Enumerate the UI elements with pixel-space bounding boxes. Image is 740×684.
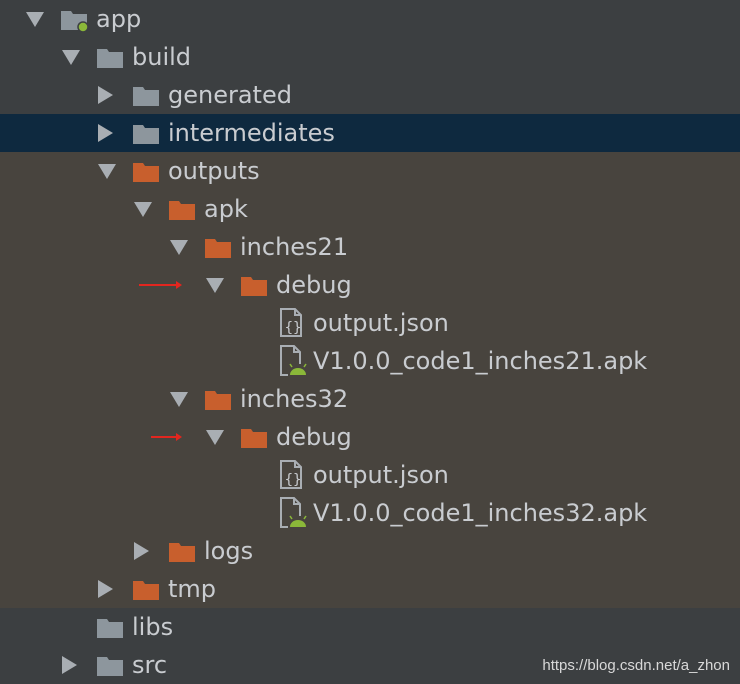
collapse-arrow-icon[interactable] xyxy=(62,656,77,674)
tree-row[interactable]: {} output.json xyxy=(0,304,740,342)
tree-item-label: src xyxy=(132,651,168,679)
collapse-arrow-icon[interactable] xyxy=(134,542,149,560)
tree-item-label: debug xyxy=(276,423,352,451)
tree-item-label: app xyxy=(96,5,142,33)
tree-item-label: outputs xyxy=(168,157,260,185)
apk-file-icon xyxy=(278,345,308,377)
tree-row[interactable]: debug xyxy=(0,418,740,456)
tree-row[interactable]: build xyxy=(0,38,740,76)
collapse-arrow-icon[interactable] xyxy=(98,580,113,598)
expand-arrow-icon[interactable] xyxy=(62,50,80,65)
excluded-folder-icon xyxy=(132,160,160,184)
folder-icon xyxy=(96,654,124,678)
expand-arrow-icon[interactable] xyxy=(98,164,116,179)
expand-arrow-icon[interactable] xyxy=(170,392,188,407)
json-file-icon: {} xyxy=(278,460,306,489)
json-file-icon: {} xyxy=(278,308,306,337)
tree-item-label: tmp xyxy=(168,575,217,603)
annotation-arrow xyxy=(151,433,182,441)
collapse-arrow-icon[interactable] xyxy=(98,86,113,104)
tree-item-label: logs xyxy=(204,537,254,565)
excluded-folder-icon xyxy=(240,426,268,450)
expand-arrow-icon[interactable] xyxy=(134,202,152,217)
tree-item-label: generated xyxy=(168,81,292,109)
apk-file-icon xyxy=(278,497,308,529)
watermark-text: https://blog.csdn.net/a_zhon xyxy=(542,657,730,674)
tree-row[interactable]: inches32 xyxy=(0,380,740,418)
tree-row[interactable]: src xyxy=(0,646,740,684)
tree-item-label: V1.0.0_code1_inches32.apk xyxy=(313,499,648,527)
tree-row[interactable]: app xyxy=(0,0,740,38)
collapse-arrow-icon[interactable] xyxy=(98,124,113,142)
tree-row[interactable]: inches21 xyxy=(0,228,740,266)
tree-item-label: intermediates xyxy=(168,119,335,147)
excluded-folder-icon xyxy=(204,388,232,412)
tree-row[interactable]: debug xyxy=(0,266,740,304)
tree-item-label: inches32 xyxy=(240,385,349,413)
tree-item-label: apk xyxy=(204,195,248,223)
tree-item-label: output.json xyxy=(313,309,449,337)
excluded-folder-icon xyxy=(204,236,232,260)
excluded-folder-icon xyxy=(132,578,160,602)
excluded-folder-icon xyxy=(168,540,196,564)
annotation-arrow xyxy=(139,281,182,289)
tree-row[interactable]: {} output.json xyxy=(0,456,740,494)
tree-item-label: inches21 xyxy=(240,233,349,261)
folder-icon xyxy=(96,616,124,640)
expand-arrow-icon[interactable] xyxy=(206,430,224,445)
expand-arrow-icon[interactable] xyxy=(170,240,188,255)
tree-item-label: V1.0.0_code1_inches21.apk xyxy=(313,347,648,375)
svg-text:{}: {} xyxy=(285,472,302,488)
expand-arrow-icon[interactable] xyxy=(26,12,44,27)
tree-row[interactable]: outputs xyxy=(0,152,740,190)
folder-icon xyxy=(132,122,160,146)
tree-row[interactable]: intermediates xyxy=(0,114,740,152)
tree-row[interactable]: libs xyxy=(0,608,740,646)
tree-row[interactable]: V1.0.0_code1_inches21.apk xyxy=(0,342,740,380)
expand-arrow-icon[interactable] xyxy=(206,278,224,293)
module-folder-icon xyxy=(60,8,89,33)
excluded-folder-icon xyxy=(168,198,196,222)
tree-item-label: build xyxy=(132,43,192,71)
tree-item-label: libs xyxy=(132,613,174,641)
folder-icon xyxy=(132,84,160,108)
svg-text:{}: {} xyxy=(285,320,302,336)
tree-row[interactable]: generated xyxy=(0,76,740,114)
folder-icon xyxy=(96,46,124,70)
tree-row[interactable]: V1.0.0_code1_inches32.apk xyxy=(0,494,740,532)
tree-row[interactable]: tmp xyxy=(0,570,740,608)
tree-row[interactable]: apk xyxy=(0,190,740,228)
tree-item-label: debug xyxy=(276,271,352,299)
excluded-folder-icon xyxy=(240,274,268,298)
tree-row[interactable]: logs xyxy=(0,532,740,570)
tree-item-label: output.json xyxy=(313,461,449,489)
